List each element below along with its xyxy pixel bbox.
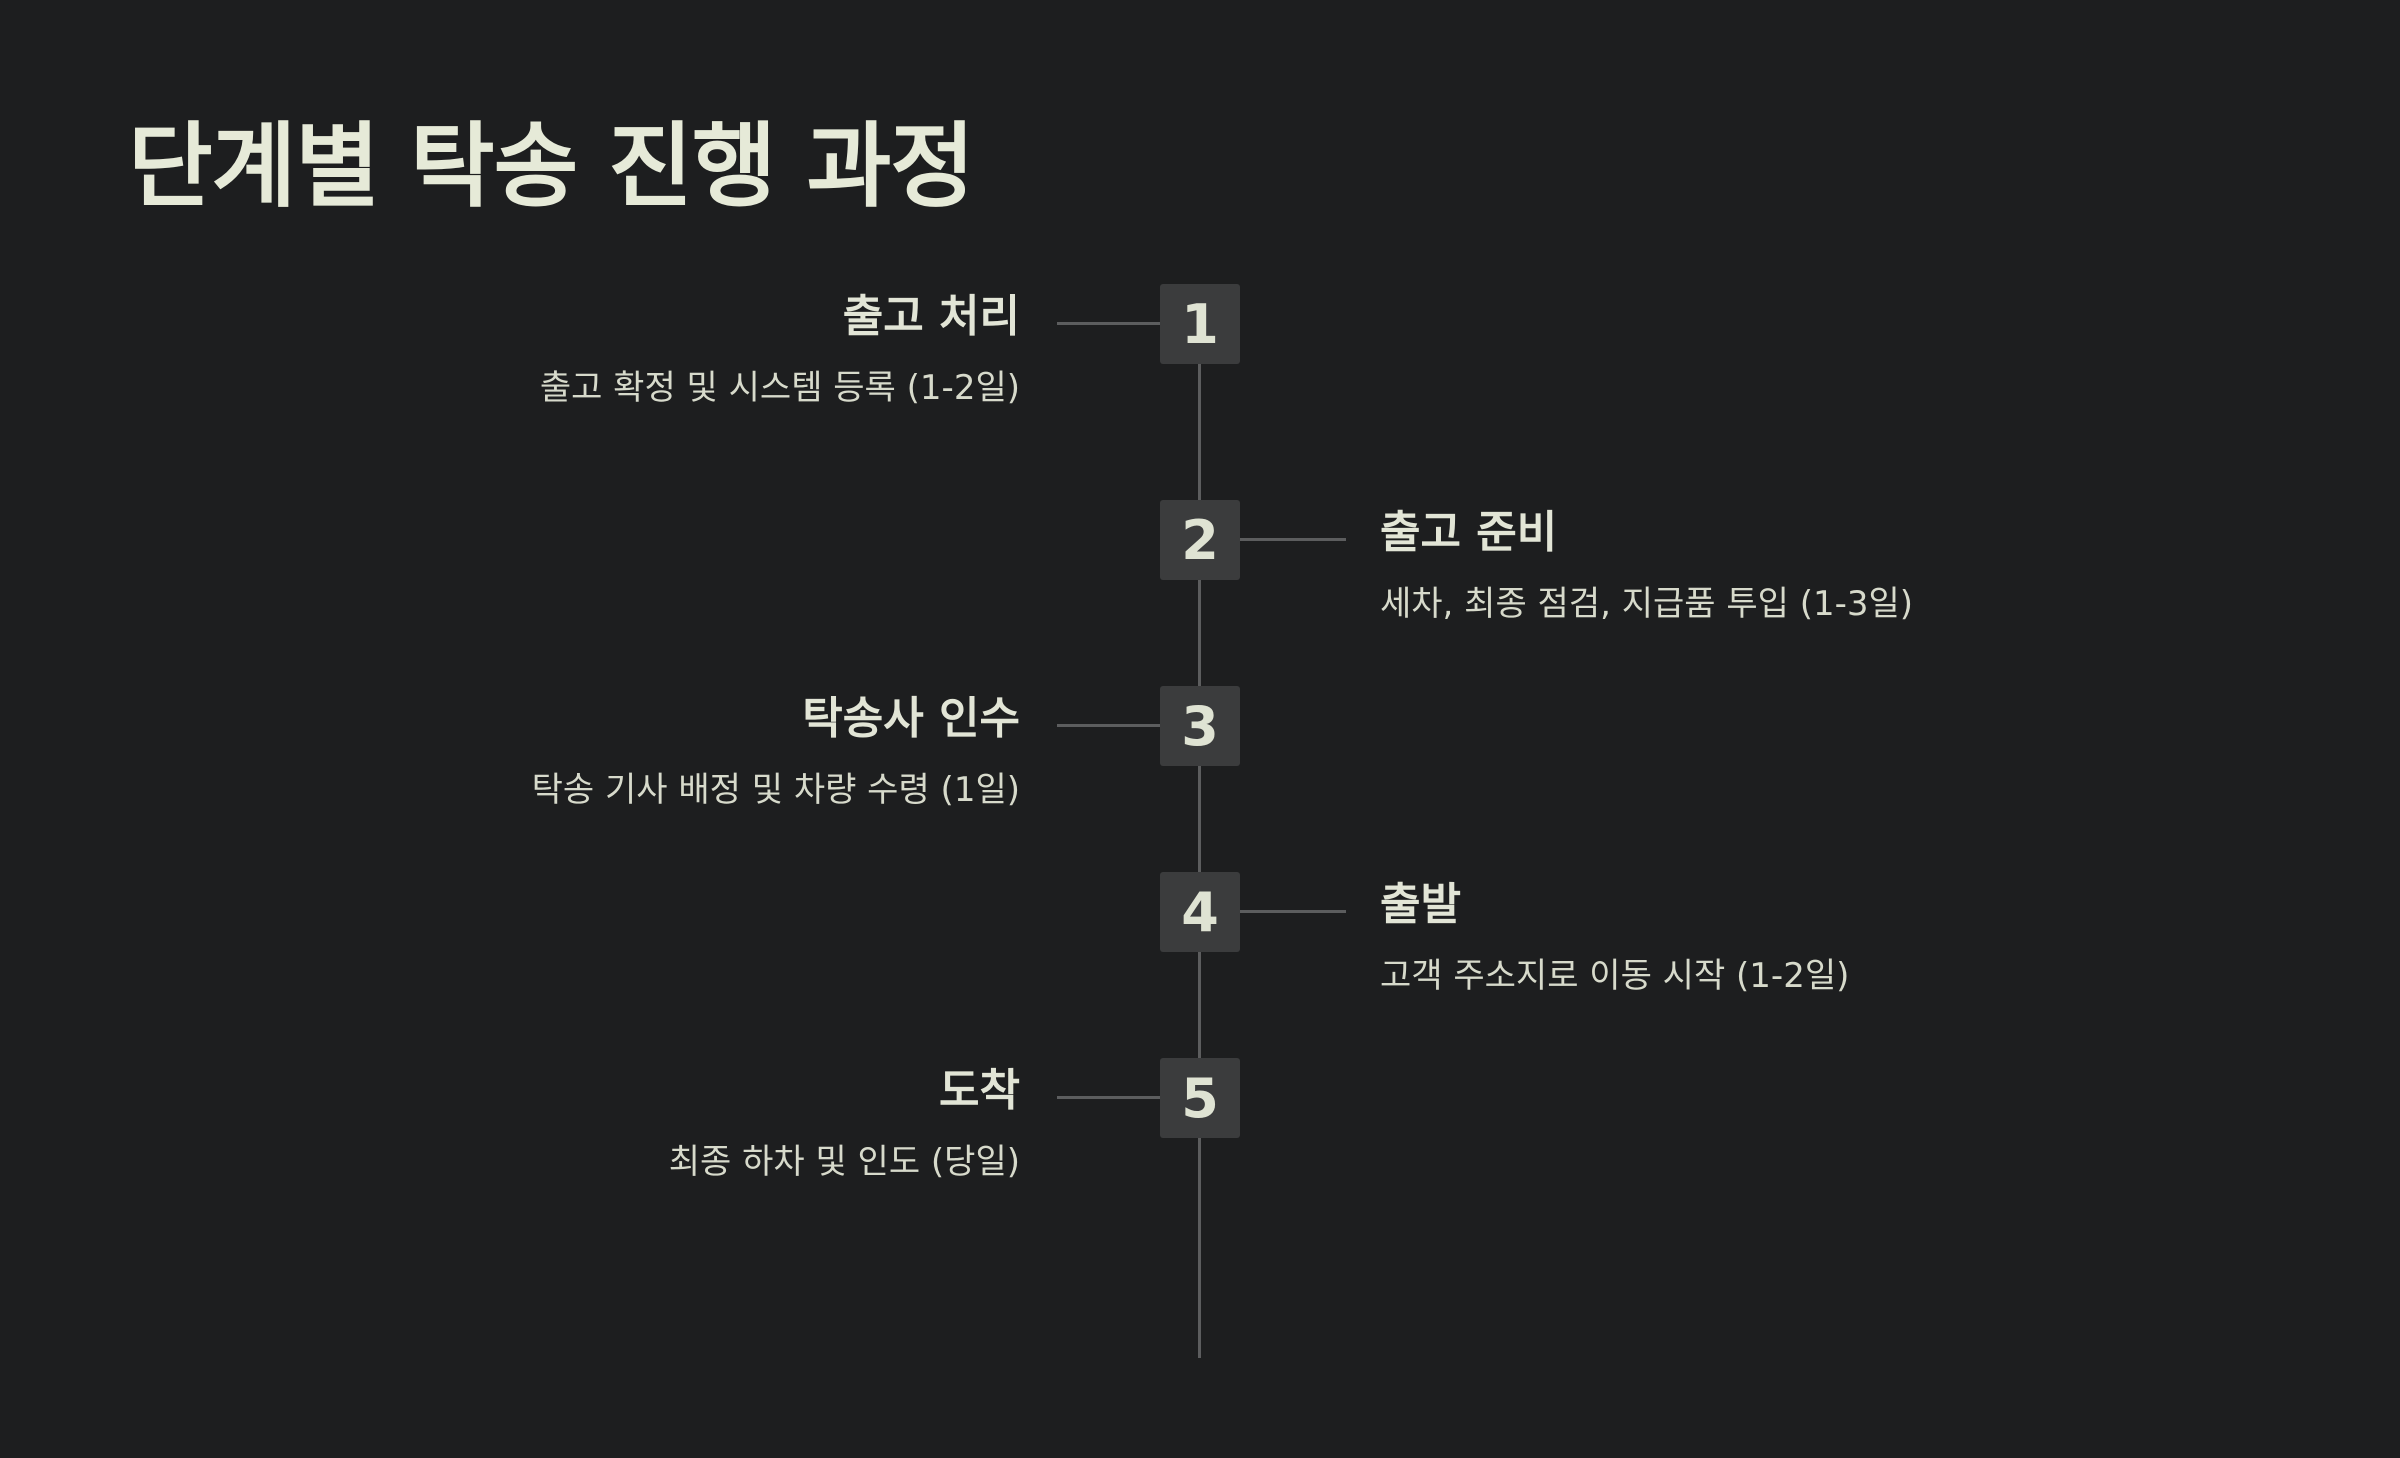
timeline-step-5: 5 도착 최종 하차 및 인도 (당일) — [0, 1058, 2400, 1182]
step-description: 탁송 기사 배정 및 차량 수령 (1일) — [531, 770, 1020, 810]
step-connector — [1057, 1096, 1161, 1099]
step-text: 도착 최종 하차 및 인도 (당일) — [668, 1065, 1020, 1183]
timeline-step-4: 4 출발 고객 주소지로 이동 시작 (1-2일) — [0, 872, 2400, 996]
step-text: 출고 처리 출고 확정 및 시스템 등록 (1-2일) — [539, 291, 1020, 409]
step-text: 출발 고객 주소지로 이동 시작 (1-2일) — [1380, 879, 1850, 997]
step-number-badge: 3 — [1160, 686, 1240, 766]
timeline-step-1: 1 출고 처리 출고 확정 및 시스템 등록 (1-2일) — [0, 284, 2400, 408]
step-text: 탁송사 인수 탁송 기사 배정 및 차량 수령 (1일) — [531, 693, 1020, 811]
step-description: 고객 주소지로 이동 시작 (1-2일) — [1380, 956, 1850, 996]
step-number-badge: 1 — [1160, 284, 1240, 364]
step-title: 출고 처리 — [842, 291, 1020, 342]
step-title: 출고 준비 — [1380, 507, 1558, 558]
step-connector — [1057, 724, 1161, 727]
step-title: 탁송사 인수 — [802, 693, 1020, 744]
timeline-spine — [1198, 322, 1201, 1358]
step-connector — [1240, 538, 1346, 541]
timeline-step-2: 2 출고 준비 세차, 최종 점검, 지급품 투입 (1-3일) — [0, 500, 2400, 624]
step-number-badge: 5 — [1160, 1058, 1240, 1138]
step-number-badge: 4 — [1160, 872, 1240, 952]
step-description: 출고 확정 및 시스템 등록 (1-2일) — [539, 368, 1020, 408]
step-title: 도착 — [939, 1065, 1020, 1116]
step-description: 세차, 최종 점검, 지급품 투입 (1-3일) — [1380, 584, 1914, 624]
step-title: 출발 — [1380, 879, 1461, 930]
step-connector — [1057, 322, 1161, 325]
timeline-step-3: 3 탁송사 인수 탁송 기사 배정 및 차량 수령 (1일) — [0, 686, 2400, 810]
step-number-badge: 2 — [1160, 500, 1240, 580]
step-connector — [1240, 910, 1346, 913]
step-description: 최종 하차 및 인도 (당일) — [668, 1142, 1020, 1182]
page-title: 단계별 탁송 진행 과정 — [128, 113, 975, 220]
step-text: 출고 준비 세차, 최종 점검, 지급품 투입 (1-3일) — [1380, 507, 1914, 625]
